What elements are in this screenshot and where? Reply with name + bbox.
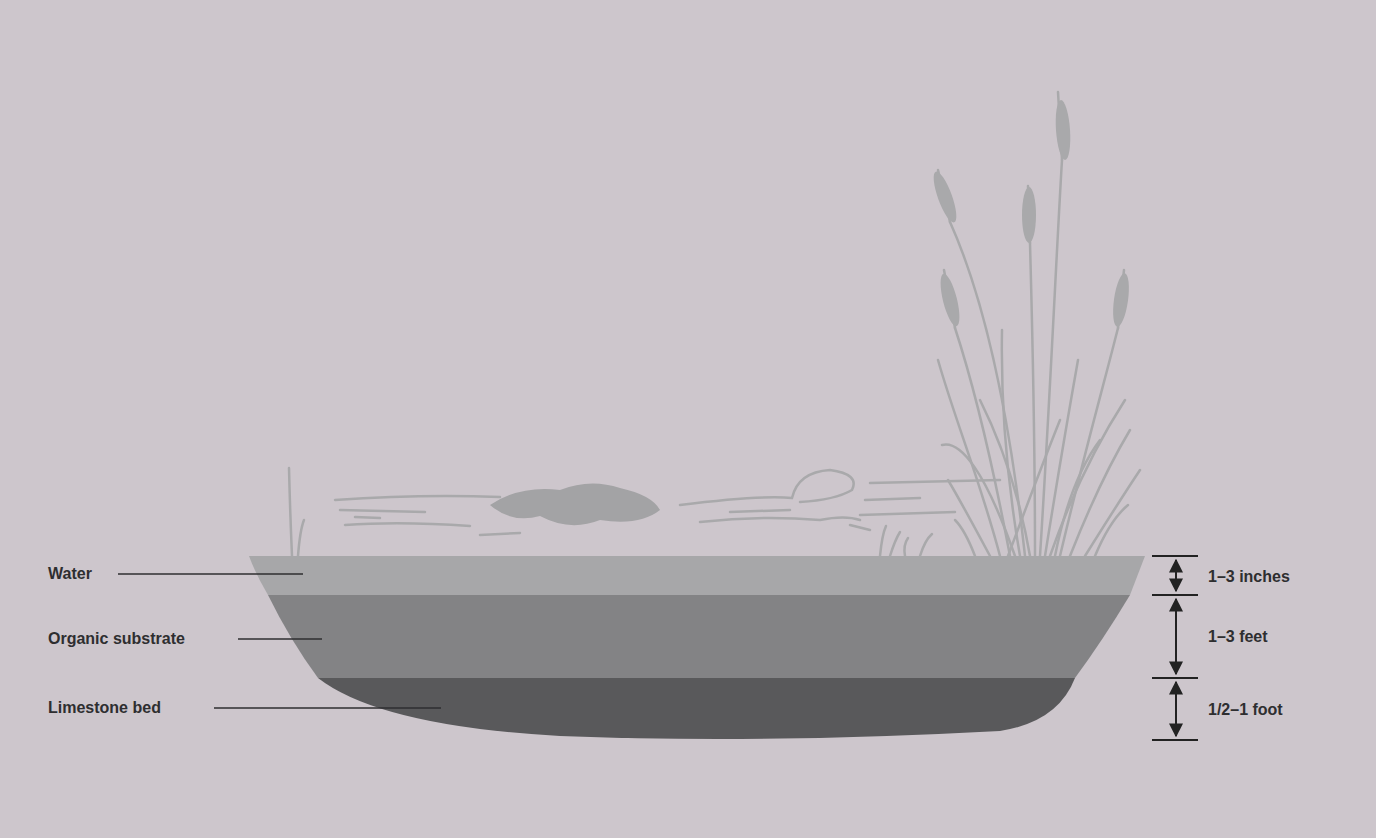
floating-mats <box>335 470 1000 535</box>
grass-tufts <box>289 468 932 556</box>
layer-label: Limestone bed <box>48 698 161 718</box>
substrate-layer <box>268 595 1130 678</box>
layer-label: Organic substrate <box>48 629 185 649</box>
label-holder: Water <box>48 564 92 584</box>
water-layer <box>249 556 1145 595</box>
label-holder: 1–3 inches <box>1208 567 1290 587</box>
label-holder: 1/2–1 foot <box>1208 700 1283 720</box>
dimension-marks <box>1152 556 1198 740</box>
label-holder: Organic substrate <box>48 629 185 649</box>
dimension-label: 1/2–1 foot <box>1208 700 1283 720</box>
cattail-plants <box>938 92 1140 556</box>
floating-mat-blob <box>490 483 660 525</box>
dimension-label: 1–3 feet <box>1208 627 1268 647</box>
dimension-label: 1–3 inches <box>1208 567 1290 587</box>
layer-label: Water <box>48 564 92 584</box>
label-holder: 1–3 feet <box>1208 627 1268 647</box>
cattail-heads <box>929 100 1132 328</box>
label-holder: Limestone bed <box>48 698 161 718</box>
